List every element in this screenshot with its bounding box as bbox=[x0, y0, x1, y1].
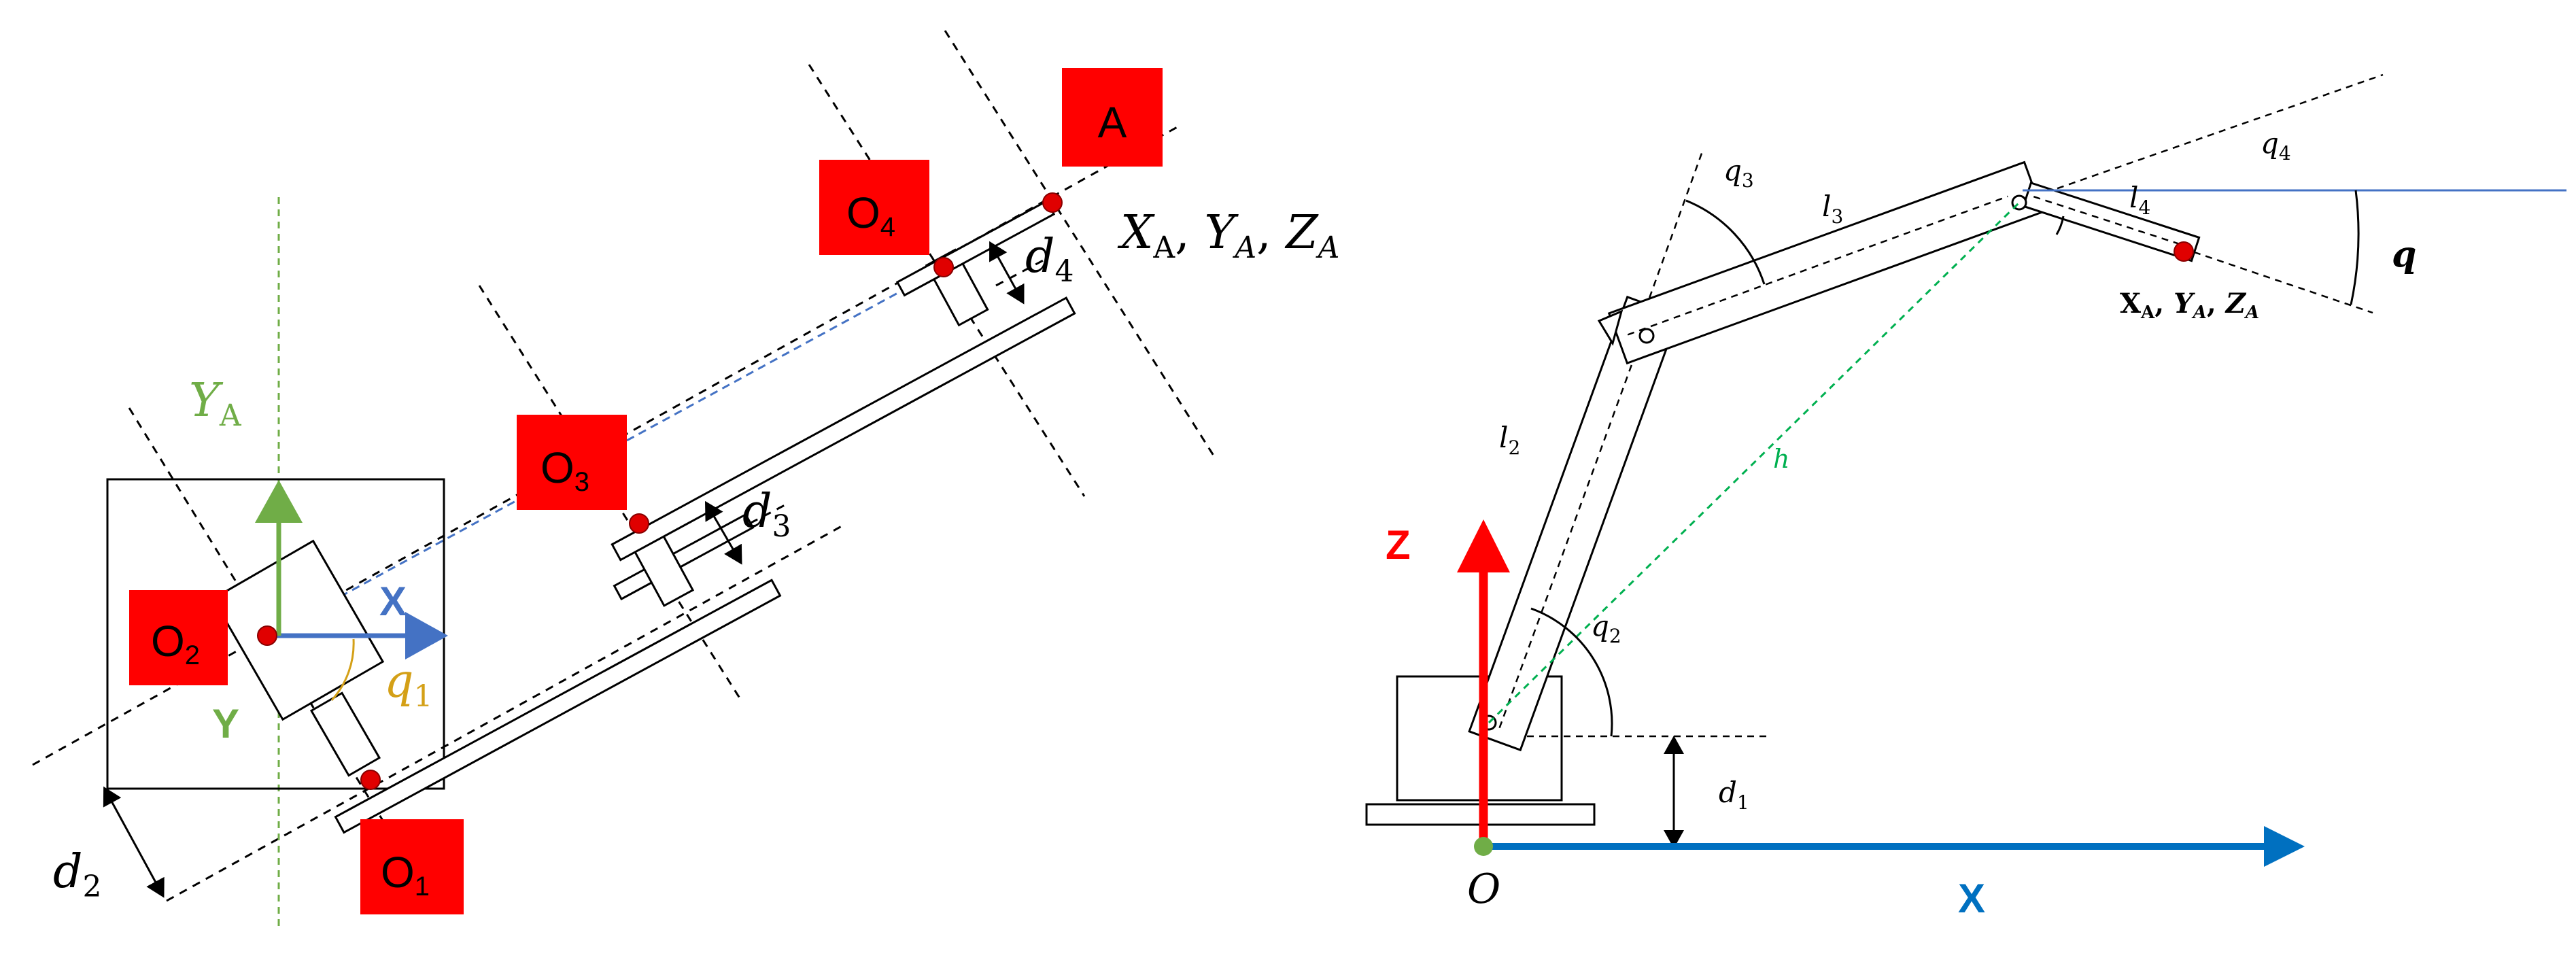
d2-dimension-arrow bbox=[103, 786, 165, 898]
link-bar-lower bbox=[334, 579, 782, 834]
d2-label: d2 bbox=[53, 845, 102, 904]
axis-z-label: Z bbox=[1386, 522, 1411, 568]
label-o1: O1 bbox=[381, 848, 430, 901]
axis-x-label: X bbox=[379, 579, 407, 624]
q-angle-arc bbox=[2350, 190, 2360, 305]
origin-dot bbox=[1474, 837, 1493, 856]
ya-label: YA bbox=[189, 374, 242, 433]
joint-tab bbox=[1597, 309, 1624, 346]
d4-label: d4 bbox=[1025, 230, 1074, 289]
q4-angle-arc bbox=[2055, 216, 2065, 235]
q1-angle-arc bbox=[330, 638, 355, 702]
label-a: A bbox=[1098, 98, 1127, 147]
d3-dimension-arrow bbox=[704, 500, 742, 565]
rotated-base-body bbox=[211, 539, 385, 721]
left-top-view-diagram: A O4 O3 O2 O1 XA, YA, ZA d4 d3 d2 q1 YA … bbox=[32, 30, 1339, 928]
label-o3: O3 bbox=[540, 443, 589, 497]
origin-label: O bbox=[1467, 865, 1500, 913]
joint-block-o1 bbox=[309, 691, 381, 777]
end-effector-dot bbox=[2174, 241, 2194, 262]
link4-extension-dashed bbox=[2182, 247, 2373, 314]
label-box-o4 bbox=[819, 160, 929, 255]
label-box-o3 bbox=[517, 415, 627, 510]
joint-dot-o4 bbox=[933, 257, 954, 277]
joint-dot-o2 bbox=[257, 625, 277, 646]
d3-label: d3 bbox=[742, 485, 791, 544]
right-side-view-diagram: q3 l3 q4 l4 q XA, YA, ZA l2 h q2 Z d1 O … bbox=[1365, 73, 2566, 921]
label-o2: O2 bbox=[151, 617, 200, 670]
l4-label: l4 bbox=[2129, 181, 2150, 219]
q3-angle-arc bbox=[1685, 199, 1766, 285]
label-box-o1 bbox=[360, 819, 464, 914]
q2-angle-arc bbox=[1530, 607, 1613, 737]
q1-label: q1 bbox=[384, 655, 433, 714]
d1-label: d1 bbox=[1719, 776, 1749, 814]
joint-dot-o3 bbox=[629, 513, 649, 534]
joint-circle-elbow bbox=[1638, 328, 1655, 344]
h-label: h bbox=[1773, 444, 1789, 474]
axis-x-label-right: X bbox=[1958, 876, 1985, 921]
joint-dot-o1 bbox=[360, 770, 381, 790]
joint-dot-a bbox=[1042, 192, 1063, 213]
l2-label: l2 bbox=[1499, 421, 1520, 459]
q2-label: q2 bbox=[1591, 609, 1621, 647]
link2-extension-dashed bbox=[1644, 149, 1704, 310]
label-o4: O4 bbox=[846, 188, 895, 242]
link-bar-upper bbox=[611, 296, 1076, 562]
label-box-o2 bbox=[129, 590, 228, 685]
d4-dimension-arrow bbox=[989, 241, 1025, 305]
end-effector-coords-label-right: XA, YA, ZA bbox=[2120, 288, 2259, 323]
q-label: q bbox=[2392, 234, 2416, 275]
link-4-bar bbox=[2022, 182, 2201, 262]
axis-y-label: Y bbox=[212, 701, 239, 746]
h-diagonal-dashed bbox=[1488, 201, 2021, 724]
l3-label: l3 bbox=[1822, 190, 1843, 228]
link3-extension-dashed bbox=[2022, 73, 2384, 202]
q3-label: q3 bbox=[1723, 154, 1754, 192]
label-box-a bbox=[1062, 68, 1163, 167]
end-effector-coords-label: XA, YA, ZA bbox=[1117, 206, 1339, 265]
q4-label: q4 bbox=[2261, 126, 2291, 165]
link-2-bar bbox=[1468, 295, 1680, 752]
